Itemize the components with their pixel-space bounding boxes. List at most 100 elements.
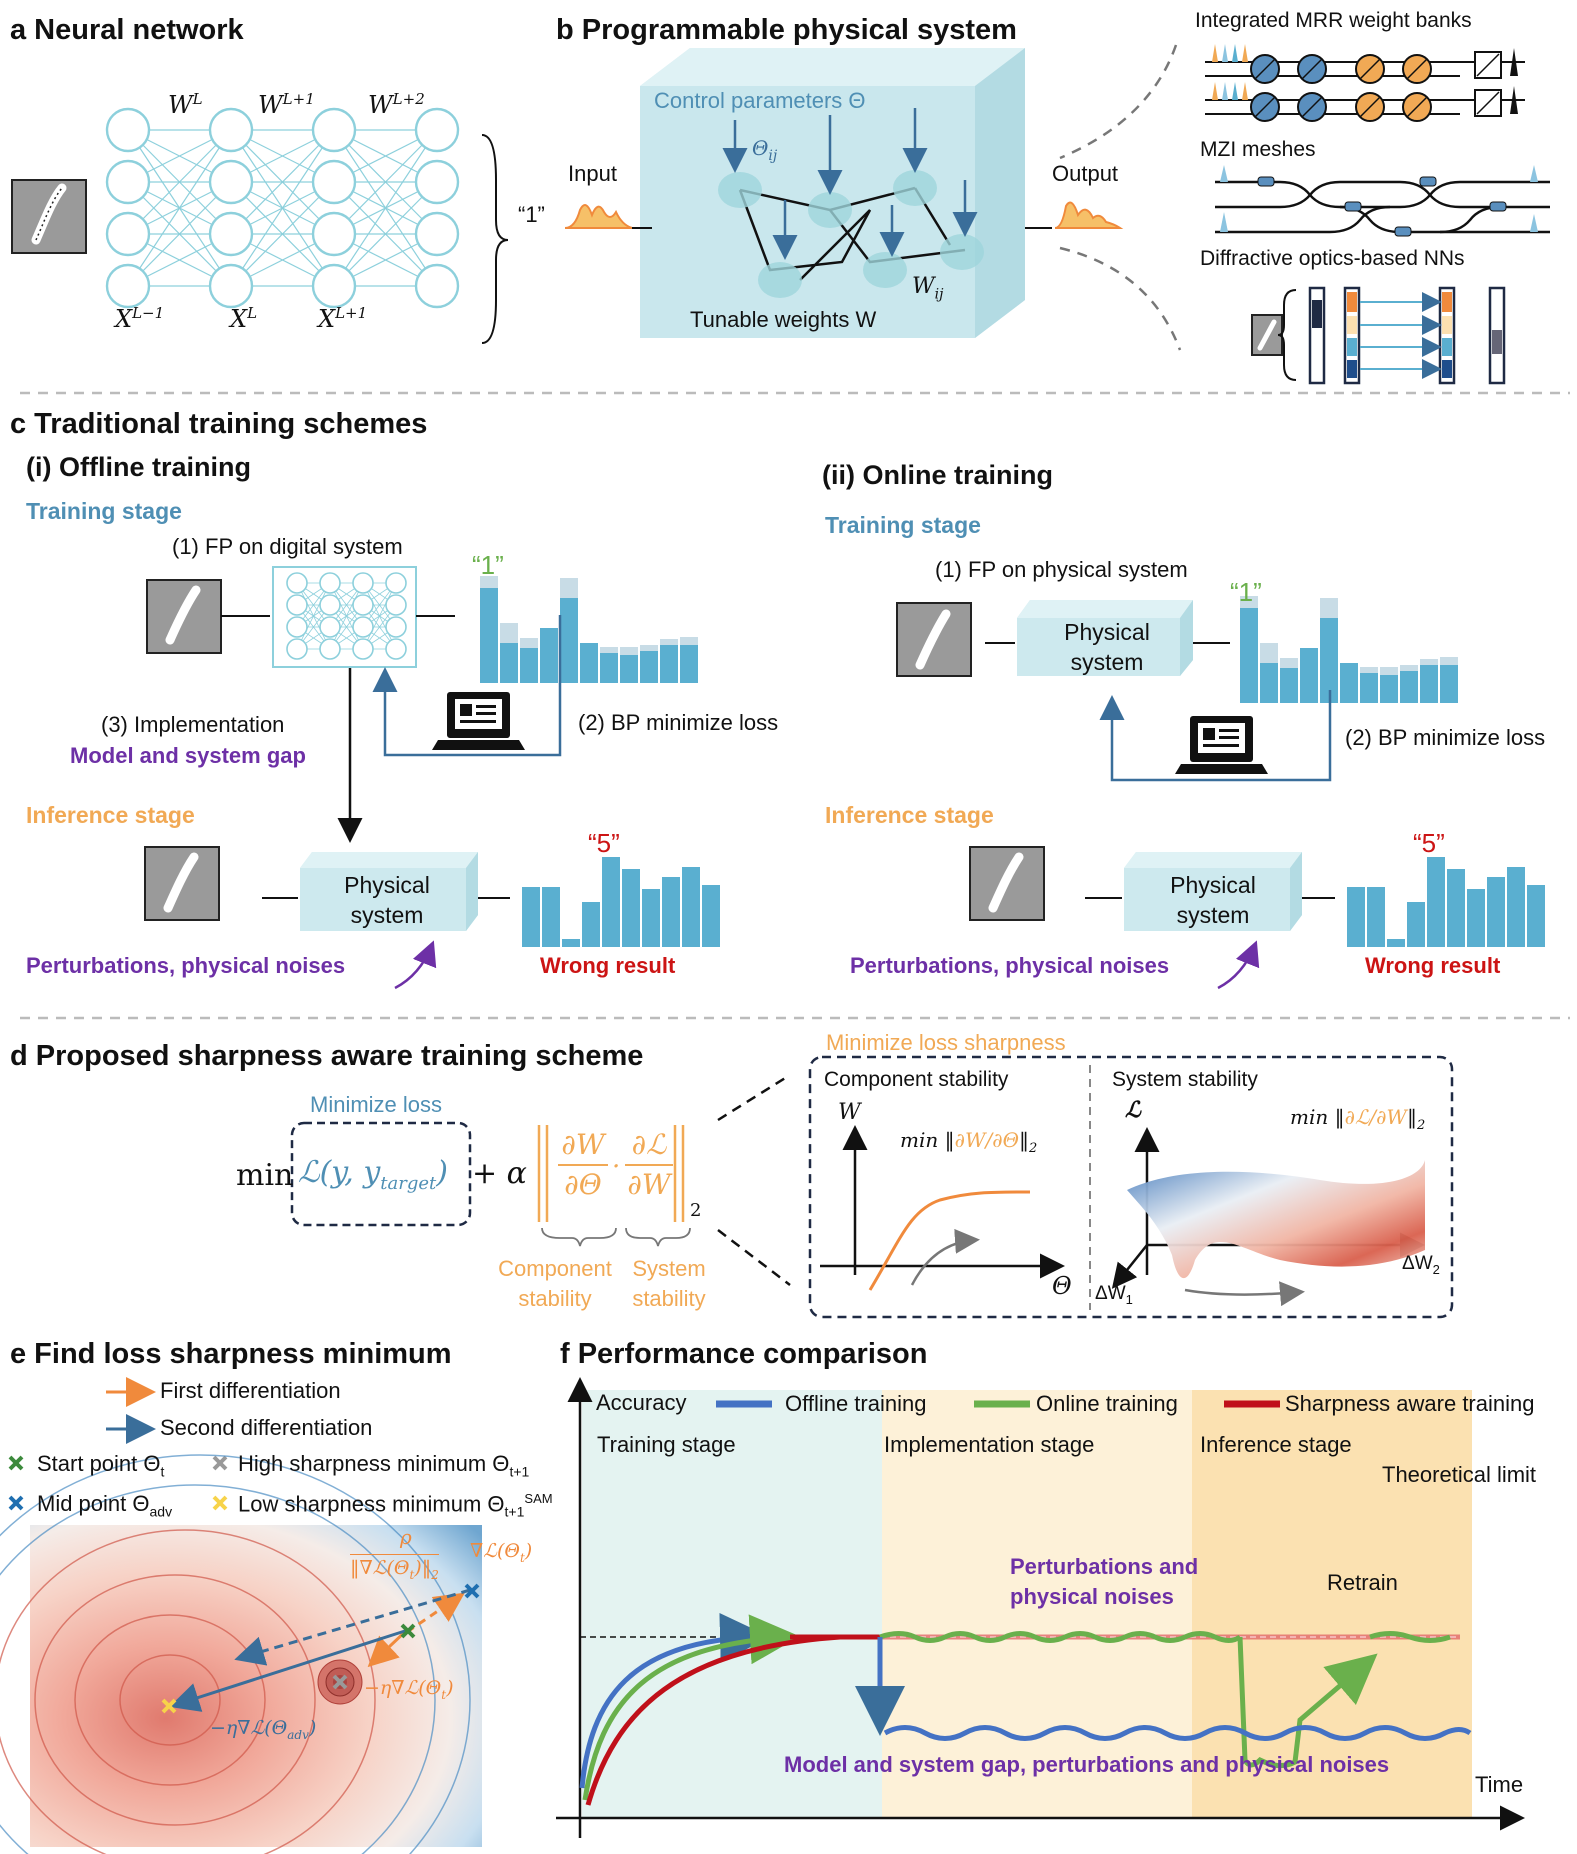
histogram-bar — [660, 645, 678, 683]
nn-neuron — [414, 211, 460, 257]
step1-label: −η∇ℒ(Θt) — [364, 1677, 454, 1702]
histogram-bar-shadow — [500, 623, 518, 643]
online-inference-stage: Inference stage — [825, 802, 994, 828]
minimize-sharpness-label: Minimize loss sharpness — [826, 1030, 1066, 1055]
mrr-label: Integrated MRR weight banks — [1195, 9, 1472, 32]
nn-neuron — [352, 616, 374, 638]
histogram-bar — [540, 628, 558, 683]
axis-w-label: W — [838, 1100, 861, 1125]
mrr-spectrum-peak — [1212, 82, 1218, 100]
mzi-phase-shifters — [1257, 176, 1507, 237]
nn-neuron — [414, 263, 460, 309]
mrr-hatch — [1301, 58, 1323, 80]
theoretical-limit-label: Theoretical limit — [1382, 1462, 1537, 1487]
histogram-bar-shadow — [1360, 667, 1378, 673]
axis-theta-label: Θ — [1052, 1272, 1072, 1300]
offline-wrong-result: Wrong result — [540, 953, 676, 978]
nn-edge — [333, 129, 438, 235]
histogram-bar — [542, 887, 560, 947]
nn-neuron — [352, 594, 374, 616]
nn-neuron — [311, 107, 357, 153]
min-operator: min — [236, 1158, 294, 1193]
dash-connector-bottom — [1059, 246, 1182, 351]
system-min-expr: min ‖∂ℒ/∂W‖2 — [1290, 1105, 1426, 1133]
histogram-bar — [1467, 889, 1485, 947]
histogram-bar-shadow — [1400, 665, 1418, 671]
mnist-digit-a — [11, 179, 87, 254]
weight-label-3: WL+2 — [368, 90, 425, 119]
histogram-bar — [1527, 885, 1545, 947]
mrr-spectrum-peak — [1232, 82, 1238, 100]
control-parameters-label: Control parameters Θ — [654, 88, 866, 113]
histogram-bar — [662, 877, 680, 947]
histogram-bar — [680, 645, 698, 683]
nn-neuron — [286, 572, 308, 594]
minimize-loss-label: Minimize loss — [310, 1092, 443, 1117]
nn-edge — [362, 582, 397, 650]
histogram-bar — [1380, 675, 1398, 703]
histogram-bar — [1280, 668, 1298, 703]
mrr-spectrum-peak — [1232, 44, 1238, 62]
online-training-stage: Training stage — [825, 512, 981, 538]
low-sharpness-label: Low sharpness minimum Θt+1SAM — [238, 1491, 553, 1520]
output-peak — [1510, 86, 1518, 114]
nn-neuron — [319, 594, 341, 616]
histogram-bar-shadow — [1280, 658, 1298, 668]
histogram-bar-shadow — [680, 637, 698, 645]
histogram-bar — [602, 857, 620, 947]
offline-training-stage: Training stage — [26, 498, 182, 524]
norm-bars — [537, 1125, 685, 1222]
time-axis-label: Time — [1475, 1772, 1524, 1797]
diffractive-nn — [1251, 286, 1506, 385]
physical-box-online-infer — [1124, 852, 1302, 931]
input-signal — [564, 204, 652, 229]
system-stability-title: System stability — [1112, 1068, 1258, 1091]
nn-neuron — [105, 159, 151, 205]
nn-edge — [127, 129, 232, 235]
perturb-arrow-online — [1217, 940, 1260, 990]
sharpness-box — [808, 1055, 1454, 1319]
panel-a-title: a Neural network — [10, 14, 244, 46]
fp-digital-label: (1) FP on digital system — [172, 534, 403, 559]
histogram-bar — [560, 598, 578, 683]
histogram-bar-shadow — [640, 645, 658, 651]
training-stage-label: Training stage — [597, 1432, 736, 1457]
photodetector-mark — [1476, 91, 1500, 115]
digital-nn — [272, 566, 417, 668]
nn-edge — [230, 129, 335, 235]
nn-neuron — [311, 159, 357, 205]
histogram-bar-shadow — [1320, 598, 1338, 618]
theta-ij-label: Θij — [752, 136, 778, 164]
performance-chart — [556, 1377, 1525, 1838]
bp-loop-offline — [372, 615, 562, 757]
online-wrong-result: Wrong result — [1365, 953, 1501, 978]
nn-neuron — [208, 263, 254, 309]
second-differentiation-label: Second differentiation — [160, 1415, 373, 1440]
implementation-stage-label: Implementation stage — [884, 1432, 1095, 1457]
weight-label-1: WL — [168, 90, 203, 119]
perturb-arrow-offline — [394, 940, 437, 990]
implementation-label: (3) Implementation — [101, 712, 285, 737]
histogram-bar-shadow — [1380, 667, 1398, 675]
nn-neuron — [319, 572, 341, 594]
panel-f-title: f Performance comparison — [560, 1338, 928, 1370]
mrr-spectrum-peak — [1222, 44, 1228, 62]
alpha-term: + α — [472, 1156, 527, 1191]
mrr-hatch — [1301, 96, 1323, 118]
photodetector-mark — [1476, 53, 1500, 77]
nn-edge — [127, 181, 232, 287]
axis-l-label: ℒ — [1125, 1097, 1141, 1123]
offline-label-5: “5” — [588, 828, 620, 858]
physical-box-online-train — [1017, 600, 1193, 676]
legend-offline: Offline training — [785, 1391, 927, 1416]
loss-contour-map — [0, 1454, 482, 1854]
online-label-5: “5” — [1413, 828, 1445, 858]
tunable-weights-label: Tunable weights W — [690, 307, 877, 332]
nn-edge — [333, 129, 438, 287]
norm-subscript: 2 — [690, 1200, 702, 1221]
legend-sharpness: Sharpness aware training — [1285, 1391, 1535, 1416]
rho-label: ρ — [400, 1525, 412, 1549]
dw1-label: ΔW1 — [1095, 1283, 1133, 1307]
